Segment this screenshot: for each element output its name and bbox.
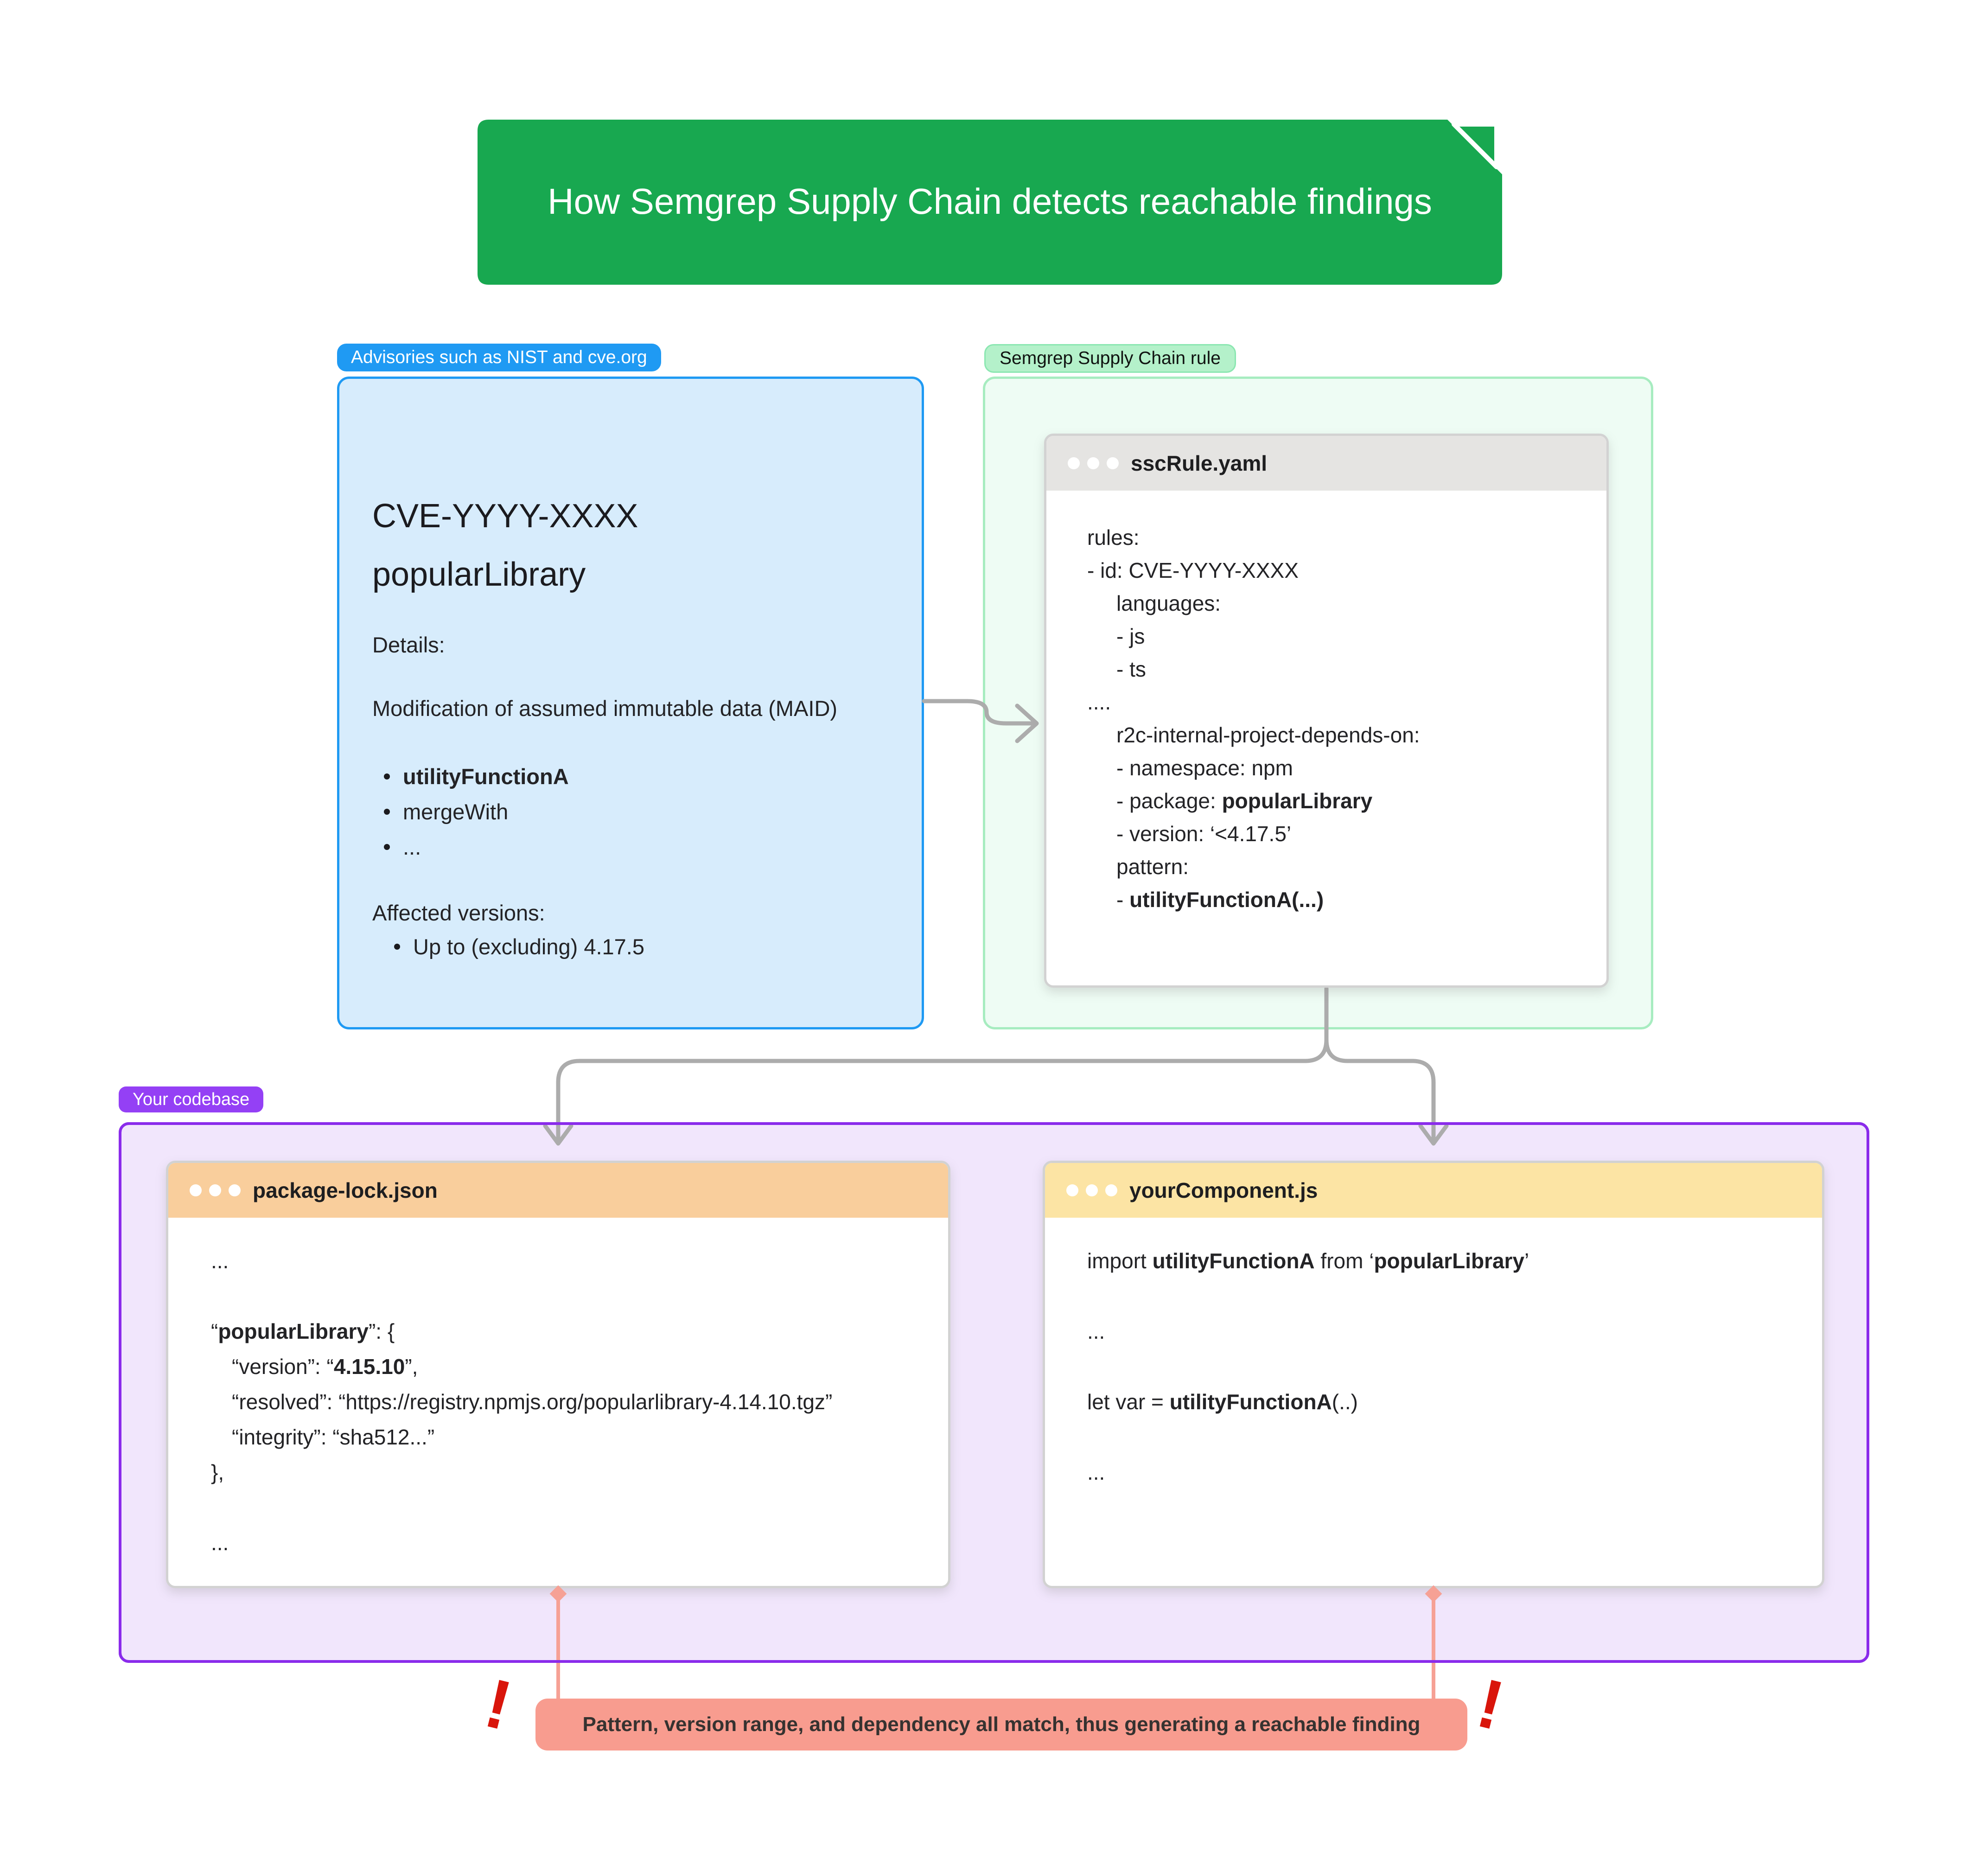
window-dot-icon <box>229 1184 241 1196</box>
window-dot-icon <box>1068 457 1080 469</box>
codebase-badge: Your codebase <box>119 1086 264 1112</box>
connector-lockfile-to-finding <box>556 1594 560 1701</box>
bullet-item: mergeWith <box>339 794 922 829</box>
code-line: “integrity”: “sha512...” <box>232 1425 435 1449</box>
window-dot-icon <box>1087 457 1099 469</box>
code-line: rules: <box>1087 525 1140 549</box>
yaml-code-area: rules: - id: CVE-YYYY-XXXX languages: - js -… <box>1046 491 1606 916</box>
titlebar: yourComponent.js <box>1045 1163 1822 1218</box>
code-line: ... <box>211 1249 229 1273</box>
window-package-lock: package-lock.json ... “popularLibrary”: … <box>166 1161 950 1588</box>
code-line: }, <box>211 1460 224 1484</box>
window-dot-icon <box>190 1184 202 1196</box>
bullet-item: Up to (excluding) 4.17.5 <box>339 929 922 964</box>
cve-id: CVE-YYYY-XXXX <box>372 498 638 535</box>
title-banner: How Semgrep Supply Chain detects reachab… <box>478 120 1502 285</box>
code-line: r2c-internal-project-depends-on: <box>1116 723 1420 747</box>
window-dot-icon <box>1105 1184 1117 1196</box>
component-code-area: import utilityFunctionA from ‘popularLib… <box>1045 1218 1822 1490</box>
bullet-dot-icon <box>384 808 390 815</box>
code-line: - id: CVE-YYYY-XXXX <box>1087 558 1299 582</box>
traffic-light-dots <box>1066 1184 1117 1196</box>
window-dot-icon <box>209 1184 221 1196</box>
code-line: import utilityFunctionA from ‘popularLib… <box>1087 1249 1529 1273</box>
bullet-dot-icon <box>394 943 400 950</box>
code-line: pattern: <box>1116 855 1189 879</box>
window-dot-icon <box>1107 457 1119 469</box>
finding-text: Pattern, version range, and dependency a… <box>582 1713 1421 1736</box>
window-sscrule: sscRule.yaml rules: - id: CVE-YYYY-XXXX la… <box>1044 434 1609 988</box>
code-line: - package: popularLibrary <box>1116 789 1373 813</box>
affected-versions-list: Up to (excluding) 4.17.5 <box>339 929 922 964</box>
code-line <box>1087 1349 1822 1384</box>
vulnerability-description: Modification of assumed immutable data (… <box>372 696 838 721</box>
rule-badge: Semgrep Supply Chain rule <box>984 344 1236 373</box>
code-line: languages: <box>1116 591 1221 615</box>
title-banner-shape <box>478 120 1502 285</box>
page-title: How Semgrep Supply Chain detects reachab… <box>548 180 1432 222</box>
lockfile-code-area: ... “popularLibrary”: { “version”: “4.15.… <box>168 1218 948 1560</box>
finding-banner: Pattern, version range, and dependency a… <box>535 1699 1467 1751</box>
code-line: let var = utilityFunctionA(..) <box>1087 1390 1358 1414</box>
code-line <box>1087 1278 1822 1314</box>
cve-heading: CVE-YYYY-XXXX popularLibrary <box>372 487 638 604</box>
package-name: popularLibrary <box>372 556 586 593</box>
code-line: ... <box>1087 1319 1105 1343</box>
affected-versions-label: Affected versions: <box>372 901 545 925</box>
advisory-card: CVE-YYYY-XXXX popularLibrary Details: Mo… <box>337 377 924 1029</box>
bullet-dot-icon <box>384 843 390 850</box>
code-line: - js <box>1116 624 1145 648</box>
code-line <box>211 1490 948 1525</box>
window-title: package-lock.json <box>253 1178 438 1202</box>
connector-component-to-finding <box>1432 1594 1435 1701</box>
window-dot-icon <box>1066 1184 1078 1196</box>
traffic-light-dots <box>1068 457 1119 469</box>
code-line: - version: ‘<4.17.5’ <box>1116 822 1292 846</box>
folded-corner-icon <box>1452 122 1499 169</box>
code-line: “popularLibrary”: { <box>211 1319 395 1343</box>
code-line: “resolved”: “https://registry.npmjs.org/… <box>232 1390 833 1414</box>
exclamation-left: ! <box>478 1663 519 1745</box>
window-title: sscRule.yaml <box>1131 451 1268 475</box>
bullet-dot-icon <box>384 773 390 779</box>
code-line: ... <box>1087 1460 1105 1484</box>
titlebar: sscRule.yaml <box>1046 436 1606 491</box>
bullet-item: ... <box>339 829 922 864</box>
window-title: yourComponent.js <box>1129 1178 1318 1202</box>
code-line: - utilityFunctionA(...) <box>1116 888 1324 912</box>
traffic-light-dots <box>190 1184 241 1196</box>
code-line: .... <box>1087 690 1111 714</box>
window-component: yourComponent.js import utilityFunctionA… <box>1043 1161 1824 1588</box>
code-line: ... <box>211 1531 229 1555</box>
window-dot-icon <box>1086 1184 1098 1196</box>
code-line <box>211 1278 948 1314</box>
details-label: Details: <box>372 633 445 657</box>
bullet-item: utilityFunctionA <box>339 759 922 794</box>
titlebar: package-lock.json <box>168 1163 948 1218</box>
advisory-badge: Advisories such as NIST and cve.org <box>337 344 661 371</box>
code-line <box>1087 1419 1822 1455</box>
code-line: - namespace: npm <box>1116 756 1293 780</box>
exclamation-right: ! <box>1470 1663 1511 1745</box>
code-line: - ts <box>1116 657 1146 681</box>
code-line: “version”: “4.15.10”, <box>232 1354 418 1379</box>
